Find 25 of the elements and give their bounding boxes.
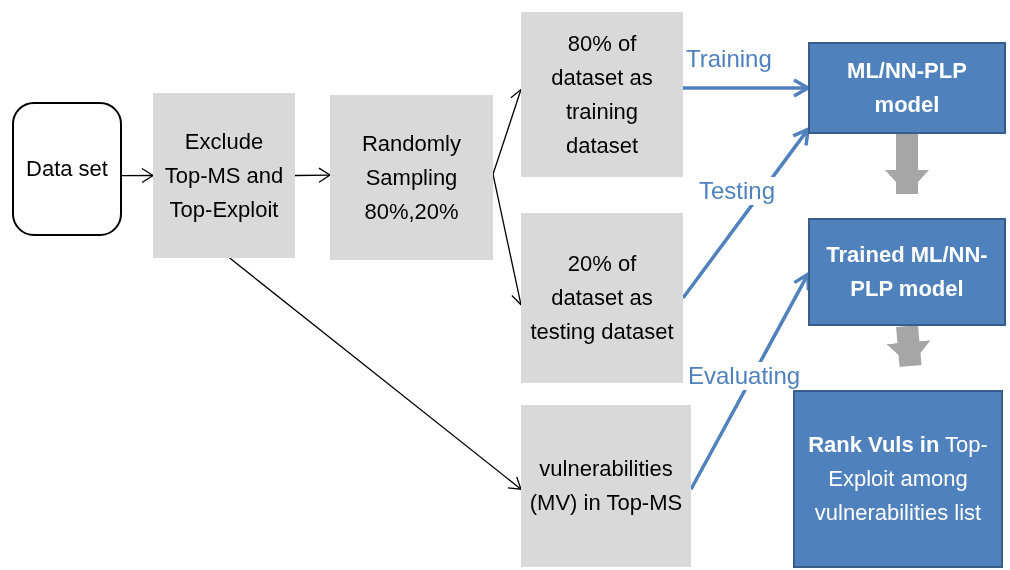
model-box: [808, 42, 1006, 134]
box-text: Trained ML/NN-PLP model: [825, 241, 989, 303]
block-arrow: [886, 325, 931, 368]
box-text: ML/NN-PLP model: [846, 57, 968, 119]
process-box: [521, 12, 683, 177]
model-box: [808, 218, 1006, 326]
process-box: [521, 213, 683, 383]
arrow: [229, 257, 522, 490]
process-box: [153, 93, 295, 258]
block-arrow: [885, 134, 929, 194]
arrow: [683, 78, 810, 98]
box-text: 80% of dataset as training dataset: [550, 29, 654, 160]
box-text: Rank Vuls in Top-Exploit among vulnerabilities list: [807, 431, 989, 527]
process-box: [330, 95, 493, 260]
box-text: Randomly Sampling 80%,20%: [360, 129, 462, 226]
process-box: [521, 405, 691, 567]
box-text: Data set: [26, 155, 108, 183]
arrow: [121, 167, 154, 184]
model-box: [793, 390, 1003, 568]
edge-label: Testing: [697, 177, 778, 205]
start-box: [12, 102, 122, 236]
box-text: Exclude Top-MS and Top-Exploit: [163, 127, 285, 224]
arrow: [294, 167, 331, 183]
box-text: vulnerabilities (MV) in Top-MS: [529, 455, 683, 517]
box-text: 20% of dataset as testing dataset: [529, 250, 675, 346]
